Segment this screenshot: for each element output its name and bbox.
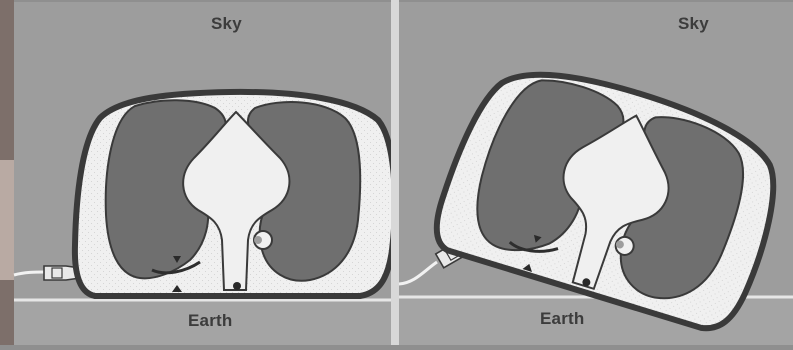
panel-tilted — [399, 2, 793, 345]
panel-divider — [391, 0, 399, 345]
earth-label-left: Earth — [188, 311, 232, 331]
sky-label-left: Sky — [211, 14, 242, 34]
panel-supine — [14, 2, 395, 345]
dot-marker-icon — [233, 282, 241, 290]
earth-label-right: Earth — [540, 309, 584, 329]
sky-label-right: Sky — [678, 14, 709, 34]
